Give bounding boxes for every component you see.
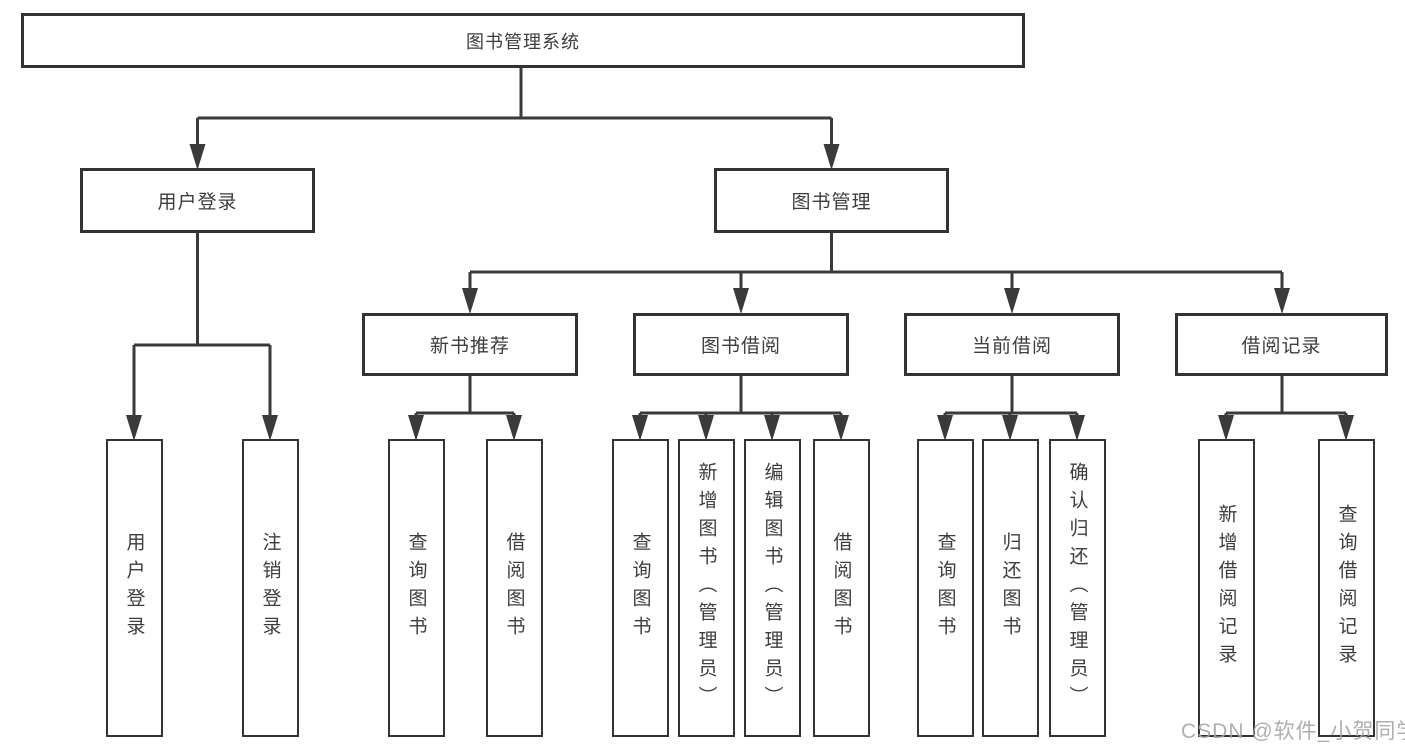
watermark: CSDN @软件_小贺同学 bbox=[1181, 720, 1405, 743]
arrow-down-icon bbox=[1004, 288, 1020, 314]
leaf-logout: 注销登录 bbox=[241, 439, 299, 737]
leaf-label: 查询图书 bbox=[629, 532, 651, 644]
leaf-search-books-recommend: 查询图书 bbox=[387, 439, 445, 737]
leaf-label: 编辑图书（管理员） bbox=[761, 462, 783, 714]
arrow-down-icon bbox=[733, 288, 749, 314]
node-current-borrowing: 当前借阅 bbox=[904, 313, 1120, 376]
arrow-down-icon bbox=[1338, 415, 1354, 441]
leaf-label: 借阅图书 bbox=[503, 532, 525, 644]
arrow-down-icon bbox=[462, 288, 478, 314]
arrow-down-icon bbox=[823, 144, 840, 170]
leaf-label: 查询图书 bbox=[934, 532, 956, 644]
arrow-down-icon bbox=[1002, 415, 1018, 441]
arrow-down-icon bbox=[632, 415, 648, 441]
leaf-search-borrow-record: 查询借阅记录 bbox=[1317, 439, 1375, 737]
leaf-add-borrow-record: 新增借阅记录 bbox=[1197, 439, 1255, 737]
node-book-management: 图书管理 bbox=[714, 168, 949, 233]
leaf-label: 新增图书（管理员） bbox=[695, 462, 717, 714]
leaf-confirm-return-admin: 确认归还（管理员） bbox=[1048, 439, 1106, 737]
leaf-label: 查询借阅记录 bbox=[1335, 504, 1357, 672]
leaf-return-books: 归还图书 bbox=[981, 439, 1039, 737]
arrow-down-icon bbox=[1218, 415, 1234, 441]
node-library-management-system: 图书管理系统 bbox=[21, 13, 1025, 68]
leaf-borrow-books-recommend: 借阅图书 bbox=[485, 439, 543, 737]
leaf-borrow-books: 借阅图书 bbox=[812, 439, 870, 737]
arrow-down-icon bbox=[1274, 288, 1290, 314]
leaf-label: 新增借阅记录 bbox=[1215, 504, 1237, 672]
leaf-label: 确认归还（管理员） bbox=[1066, 462, 1088, 714]
arrow-down-icon bbox=[408, 415, 424, 441]
node-borrowing-records: 借阅记录 bbox=[1175, 313, 1388, 376]
node-user-login: 用户登录 bbox=[80, 168, 315, 233]
node-new-book-recommendation: 新书推荐 bbox=[362, 313, 578, 376]
arrow-down-icon bbox=[126, 415, 142, 441]
arrow-down-icon bbox=[262, 415, 278, 441]
arrow-down-icon bbox=[506, 415, 522, 441]
arrowheads bbox=[126, 144, 1354, 441]
node-book-borrowing: 图书借阅 bbox=[633, 313, 849, 376]
leaf-search-books-current: 查询图书 bbox=[916, 439, 974, 737]
leaf-search-books-borrowing: 查询图书 bbox=[611, 439, 669, 737]
leaf-label: 借阅图书 bbox=[830, 532, 852, 644]
leaf-add-books-admin: 新增图书（管理员） bbox=[677, 439, 735, 737]
arrow-down-icon bbox=[937, 415, 953, 441]
leaf-label: 查询图书 bbox=[405, 532, 427, 644]
leaf-edit-books-admin: 编辑图书（管理员） bbox=[743, 439, 801, 737]
arrow-down-icon bbox=[764, 415, 780, 441]
leaf-label: 用户登录 bbox=[123, 532, 145, 644]
arrow-down-icon bbox=[698, 415, 714, 441]
leaf-label: 注销登录 bbox=[259, 532, 281, 644]
arrow-down-icon bbox=[833, 415, 849, 441]
tree-edges bbox=[132, 68, 1348, 420]
leaf-label: 归还图书 bbox=[999, 532, 1021, 644]
arrow-down-icon bbox=[1069, 415, 1085, 441]
leaf-user-login: 用户登录 bbox=[105, 439, 163, 737]
arrow-down-icon bbox=[189, 144, 206, 170]
